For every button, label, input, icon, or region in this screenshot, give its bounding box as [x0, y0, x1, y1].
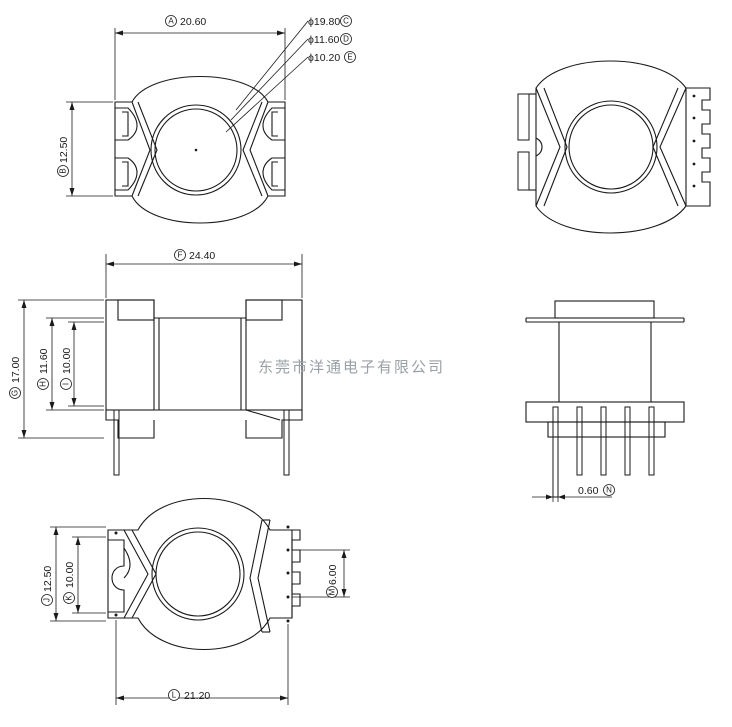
dim-K-value: 10.00	[64, 562, 76, 588]
dim-M-value: 6.00	[327, 564, 339, 585]
dim-A-value: 20.60	[180, 16, 206, 28]
dim-H: H 11.60	[37, 317, 104, 411]
dim-M-mark: M	[328, 588, 337, 595]
dim-J-value: 12.50	[42, 566, 54, 592]
dim-I: I 10.00	[60, 321, 104, 407]
dim-B-value: 12.50	[58, 137, 70, 163]
side-view-middle-right	[525, 300, 685, 498]
dim-H-mark: H	[39, 381, 48, 387]
dim-F-mark: F	[178, 251, 183, 260]
dim-D-mark: D	[343, 35, 349, 44]
dim-I-value: 10.00	[61, 348, 73, 374]
front-view-top-right	[517, 60, 711, 234]
dim-L-value: 21.20	[184, 690, 210, 702]
dim-M: M 6.00	[292, 549, 350, 598]
dim-B: B 12.50	[57, 101, 113, 197]
dim-J: J 12.50	[41, 526, 106, 622]
dim-E-mark: E	[347, 53, 352, 62]
dim-I-mark: I	[62, 383, 71, 385]
dim-G-mark: G	[11, 390, 20, 396]
dim-D-value: ϕ11.60	[308, 34, 340, 46]
dim-A: A 20.60	[114, 15, 286, 100]
bottom-view	[107, 497, 301, 651]
dim-B-mark: B	[59, 168, 68, 173]
dim-E-value: ϕ10.20	[308, 52, 340, 64]
front-view-top-left	[114, 75, 286, 224]
dim-K: K 10.00	[63, 536, 106, 614]
dim-F-value: 24.40	[189, 250, 215, 262]
dim-A-mark: A	[168, 17, 174, 26]
dim-F: F 24.40	[105, 249, 303, 298]
side-view-middle-left	[105, 299, 303, 476]
dim-N: 0.60 N	[532, 484, 615, 502]
dim-C-mark: C	[343, 17, 349, 26]
dim-G-value: 17.00	[10, 357, 22, 383]
dim-C-value: ϕ19.80	[308, 16, 340, 28]
dim-J-mark: J	[43, 598, 52, 602]
watermark-text: 东莞市洋通电子有限公司	[258, 358, 445, 376]
dim-K-mark: K	[65, 595, 74, 601]
dim-N-value: 0.60	[578, 485, 599, 497]
dim-N-mark: N	[606, 486, 612, 495]
dim-C-D-E-leaders: ϕ19.80 C ϕ11.60 D ϕ10.20 E	[225, 15, 356, 133]
dim-L: L 21.20	[115, 620, 289, 705]
dim-G: G 17.00	[9, 299, 104, 439]
dim-H-value: 11.60	[38, 348, 50, 374]
dim-L-mark: L	[172, 691, 177, 700]
